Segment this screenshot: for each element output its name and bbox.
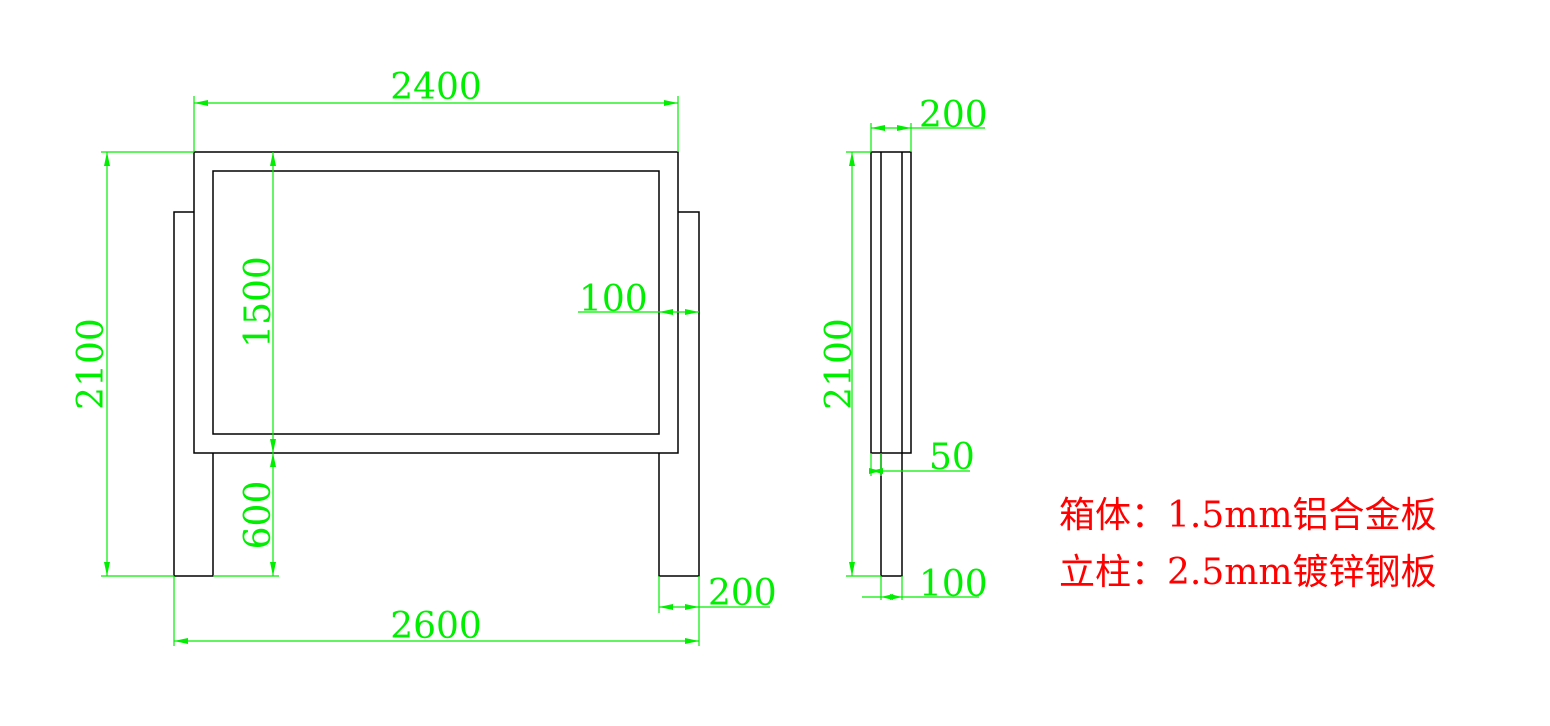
dim-box-width: 2400 xyxy=(390,67,482,108)
dim-post-offset: 50 xyxy=(929,437,975,478)
dim-inner-gap: 100 xyxy=(579,279,648,320)
material-notes: 箱体：1.5mm铝合金板 立柱：2.5mm镀锌钢板 xyxy=(1059,495,1437,593)
dim-box-height: 1500 xyxy=(238,256,279,348)
dim-side-height: 2100 xyxy=(819,318,860,410)
dim-post-depth: 100 xyxy=(919,564,988,605)
side-view xyxy=(870,151,912,577)
dim-total-width: 2600 xyxy=(390,606,482,647)
box-outer-frame xyxy=(193,151,679,454)
front-dimensions: 2400 2100 1500 600 100 200 xyxy=(71,67,777,647)
dim-post-width: 200 xyxy=(708,573,777,614)
side-post-outline xyxy=(880,453,903,577)
note-post-material: 立柱：2.5mm镀锌钢板 xyxy=(1059,552,1437,593)
side-box-outline xyxy=(870,151,912,454)
right-post-outline xyxy=(658,211,700,577)
dim-post-exposed-height: 600 xyxy=(238,481,279,550)
dim-total-height: 2100 xyxy=(71,318,112,410)
side-dimensions: 200 2100 50 100 xyxy=(819,95,988,605)
front-view xyxy=(173,151,700,577)
box-inner-panel xyxy=(212,170,660,435)
note-box-material: 箱体：1.5mm铝合金板 xyxy=(1059,495,1437,536)
dim-box-depth: 200 xyxy=(919,95,988,136)
